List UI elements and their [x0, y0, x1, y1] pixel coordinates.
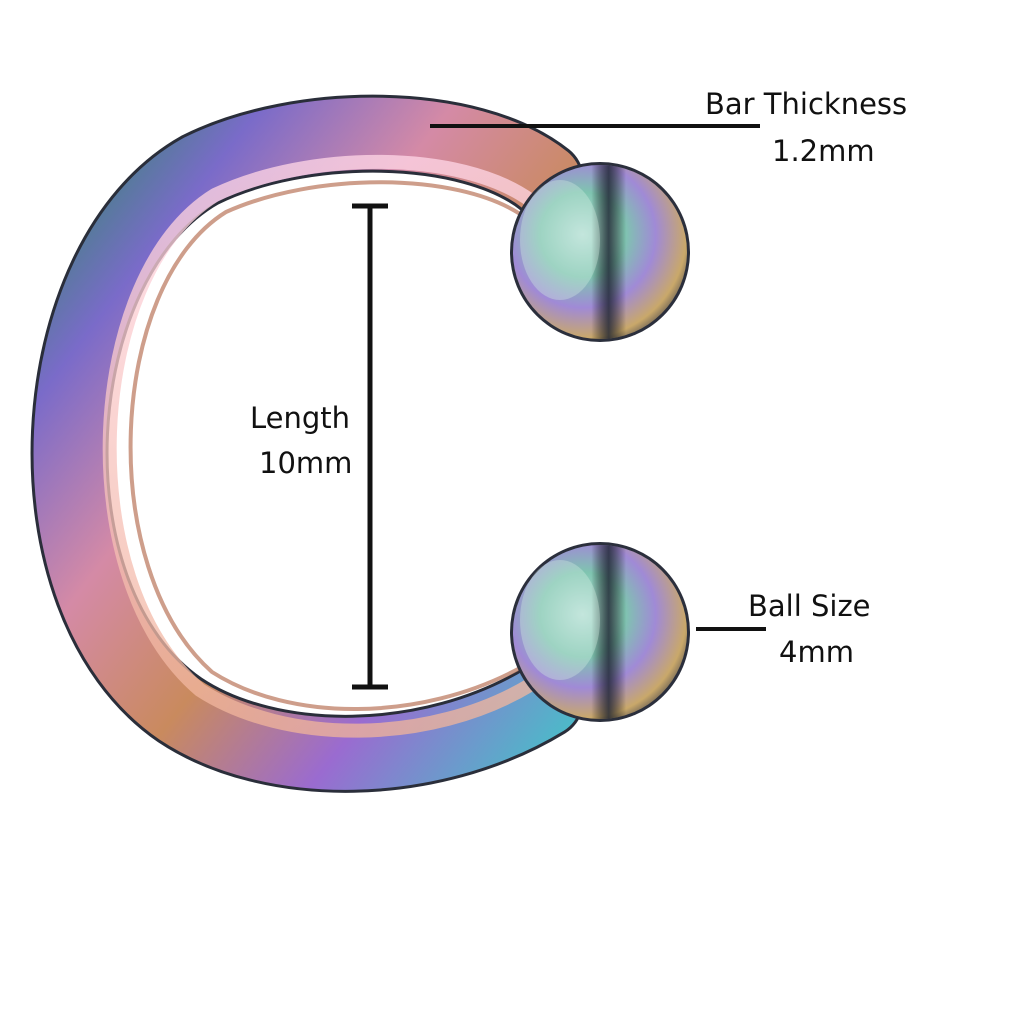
- length-dimension-line: [352, 203, 388, 690]
- bar-thickness-value: 1.2mm: [772, 134, 875, 168]
- length-label: Length: [250, 401, 351, 435]
- bar-thickness-label: Bar Thickness: [705, 87, 908, 121]
- ball-size-label: Ball Size: [748, 589, 871, 623]
- ball-end-icon: [510, 542, 690, 722]
- ball-end-icon: [510, 162, 690, 342]
- horseshoe-ring-icon: [30, 94, 584, 793]
- ball-size-value: 4mm: [779, 635, 854, 669]
- length-value: 10mm: [259, 446, 353, 480]
